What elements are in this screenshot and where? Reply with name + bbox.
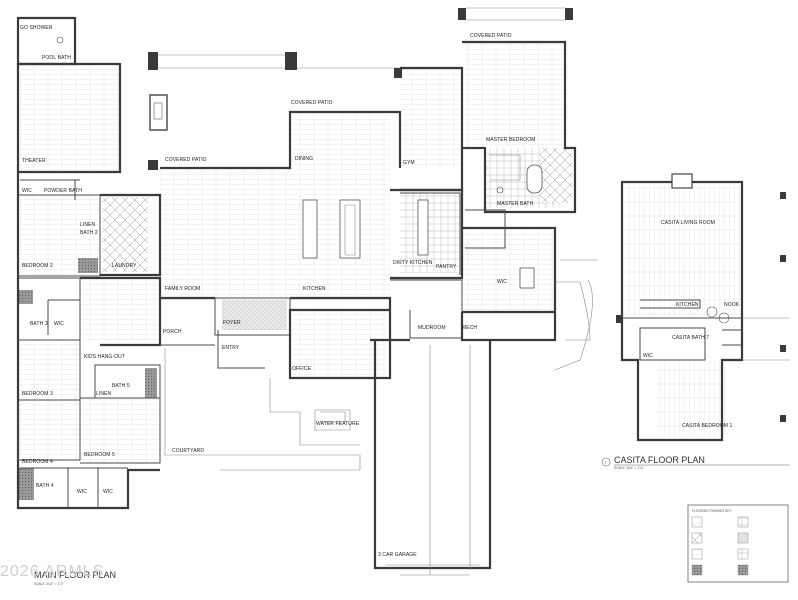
- room-label-wic-3: WIC: [77, 489, 87, 495]
- room-label-covered-patio-3: COVERED PATIO: [470, 33, 512, 39]
- room-label-bedroom-4: BEDROOM 4: [22, 459, 53, 465]
- room-label-bedroom-3: BEDROOM 3: [22, 391, 53, 397]
- casita-plan-marker-number: 2: [605, 461, 607, 465]
- room-label-bath-3: BATH 3: [30, 321, 48, 327]
- room-label-kitchen: KITCHEN: [303, 286, 326, 292]
- room-label-theater: THEATER: [22, 158, 46, 164]
- room-label-pool-bath: POOL BATH: [42, 55, 71, 61]
- room-label-powder-bath: POWDER BATH: [44, 188, 82, 194]
- room-label-mudroom: MUDROOM: [418, 325, 446, 331]
- room-label-porch: PORCH: [163, 329, 182, 335]
- casita-plan-scale: SCALE: 3/16" = 1'-0": [614, 466, 644, 470]
- legend-swatch: [737, 532, 749, 544]
- room-label-casita-bath: CASITA BATH 7: [672, 335, 709, 341]
- room-label-casita-bedroom: CASITA BEDROOM 1: [682, 423, 733, 429]
- legend-swatch: [691, 532, 703, 544]
- room-label-wic-1: WIC: [22, 188, 32, 194]
- room-label-linen-1: LINEN: [80, 222, 96, 228]
- room-label-bath-5: BATH 5: [112, 383, 130, 389]
- room-label-water-feature: WATER FEATURE: [316, 421, 360, 427]
- room-label-office: OFFICE: [292, 366, 311, 372]
- room-label-casita-nook: NOOK: [724, 302, 740, 308]
- room-label-dining: DINING: [295, 156, 313, 162]
- room-label-dirty-kitchen: DIRTY KITCHEN: [393, 260, 433, 266]
- casita-plan-marker: [601, 457, 611, 467]
- room-label-wic-2: WIC: [54, 321, 64, 327]
- room-label-gym: GYM: [403, 160, 415, 166]
- room-label-laundry: LAUNDRY: [112, 263, 137, 269]
- room-label-garage: 3 CAR GARAGE: [378, 552, 417, 558]
- room-label-bedroom-5: BEDROOM 5: [84, 452, 115, 458]
- room-label-kids-hangout: KIDS HANG-OUT: [84, 354, 125, 360]
- legend-swatch: [691, 516, 703, 528]
- main-plan-scale: SCALE: 3/16" = 1'-0": [34, 582, 64, 586]
- room-label-pantry: PANTRY: [436, 264, 457, 270]
- room-label-linen-2: LINEN: [96, 391, 112, 397]
- room-label-covered-patio-1: COVERED PATIO: [165, 157, 207, 163]
- room-label-foyer: FOYER: [223, 320, 241, 326]
- main-plan-title: MAIN FLOOR PLAN: [34, 570, 116, 580]
- legend-title: FLOORING FINISHES KEY: [692, 509, 732, 513]
- room-label-wic-master: WIC: [497, 279, 507, 285]
- room-label-covered-patio-2: COVERED PATIO: [291, 100, 333, 106]
- room-label-wic-4: WIC: [103, 489, 113, 495]
- room-label-courtyard: COURTYARD: [172, 448, 204, 454]
- room-label-family-room: FAMILY ROOM: [165, 286, 200, 292]
- room-label-mech: MECH: [462, 325, 477, 331]
- room-label-go-shower: GO SHOWER: [20, 25, 53, 31]
- room-label-master-bath: MASTER BATH: [497, 201, 534, 207]
- legend-swatch: [737, 548, 749, 560]
- legend-swatch: [691, 548, 703, 560]
- room-label-casita-kitchen: KITCHEN: [676, 302, 699, 308]
- casita-plan-title: CASITA FLOOR PLAN: [614, 455, 705, 465]
- room-label-bath-4: BATH 4: [36, 483, 54, 489]
- room-label-master-bedroom: MASTER BEDROOM: [486, 137, 535, 143]
- legend-swatch: [737, 564, 749, 576]
- watermark: 2026 ARMLS: [0, 563, 105, 580]
- room-label-bath-2: BATH 2: [80, 230, 98, 236]
- room-label-bedroom-2: BEDROOM 2: [22, 263, 53, 269]
- room-label-casita-wic: WIC: [643, 353, 653, 359]
- room-label-casita-living: CASITA LIVING ROOM: [661, 220, 715, 226]
- legend-swatch: [737, 516, 749, 528]
- legend-swatch: [691, 564, 703, 576]
- room-label-entry: ENTRY: [222, 345, 240, 351]
